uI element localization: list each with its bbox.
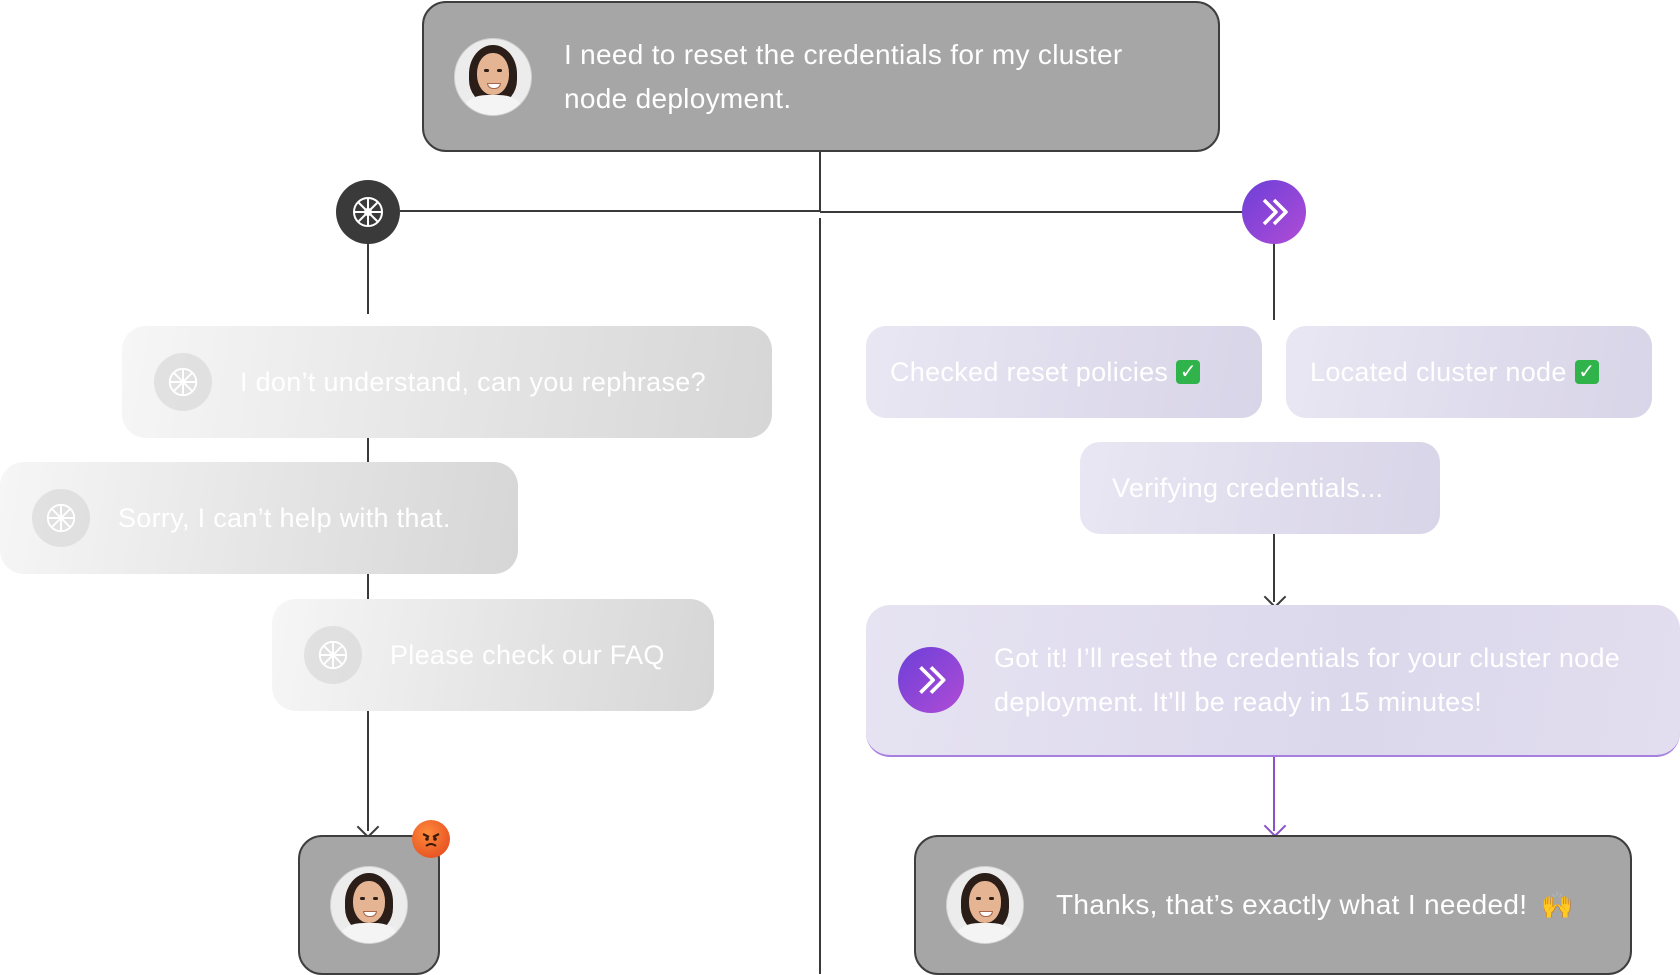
user-avatar <box>330 866 408 944</box>
happy-user-card: Thanks, that’s exactly what I needed! 🙌 <box>914 835 1632 975</box>
connector-right-3 <box>1273 757 1275 831</box>
user-prompt-text: I need to reset the credentials for my c… <box>564 38 1123 114</box>
bot-response-text: Sorry, I can’t help with that. <box>118 502 451 533</box>
connector-left-3 <box>367 572 369 602</box>
connector-left-1 <box>367 242 369 314</box>
step-checked-policies: Checked reset policies ✓ <box>866 326 1262 418</box>
user-thanks-text: Thanks, that’s exactly what I needed! <box>1056 889 1528 920</box>
bot-response-text: Please check our FAQ <box>390 639 665 670</box>
connector-right-2 <box>1273 532 1275 602</box>
connector-left-2 <box>367 436 369 466</box>
arrow-right-outcome <box>1263 814 1287 838</box>
double-chevron-icon <box>898 647 964 713</box>
bot-response-rephrase: I don’t understand, can you rephrase? <box>122 326 772 438</box>
center-divider <box>819 218 821 974</box>
unhappy-user-card <box>298 835 440 975</box>
double-chevron-icon <box>1242 180 1306 244</box>
step-located-node: Located cluster node ✓ <box>1286 326 1652 418</box>
step-text: Verifying credentials... <box>1112 472 1384 503</box>
bot-response-cant-help: Sorry, I can’t help with that. <box>0 462 518 574</box>
connector-prompt-down <box>819 152 821 212</box>
step-text: Located cluster node <box>1310 356 1567 387</box>
connector-right-1 <box>1273 242 1275 320</box>
check-mark-icon: ✓ <box>1176 360 1201 384</box>
ai-answer-card: Got it! I’ll reset the credentials for y… <box>866 605 1680 757</box>
wheel-icon <box>154 353 212 411</box>
raised-hands-icon: 🙌 <box>1541 889 1574 920</box>
user-avatar <box>946 866 1024 944</box>
step-text: Checked reset policies <box>890 356 1169 387</box>
check-mark-icon: ✓ <box>1574 360 1599 384</box>
connector-horizontal-left <box>400 210 820 212</box>
connector-left-4 <box>367 709 369 831</box>
connector-horizontal-right <box>820 211 1244 213</box>
bot-response-text: I don’t understand, can you rephrase? <box>240 366 706 397</box>
wheel-icon <box>32 489 90 547</box>
bot-response-faq: Please check our FAQ <box>272 599 714 711</box>
wheel-icon <box>304 626 362 684</box>
wheel-icon <box>336 180 400 244</box>
user-avatar <box>454 37 532 116</box>
user-prompt-card: I need to reset the credentials for my c… <box>422 1 1220 152</box>
ai-answer-text: Got it! I’ll reset the credentials for y… <box>994 643 1621 717</box>
step-verifying: Verifying credentials... <box>1080 442 1440 534</box>
angry-face-icon <box>412 820 450 858</box>
